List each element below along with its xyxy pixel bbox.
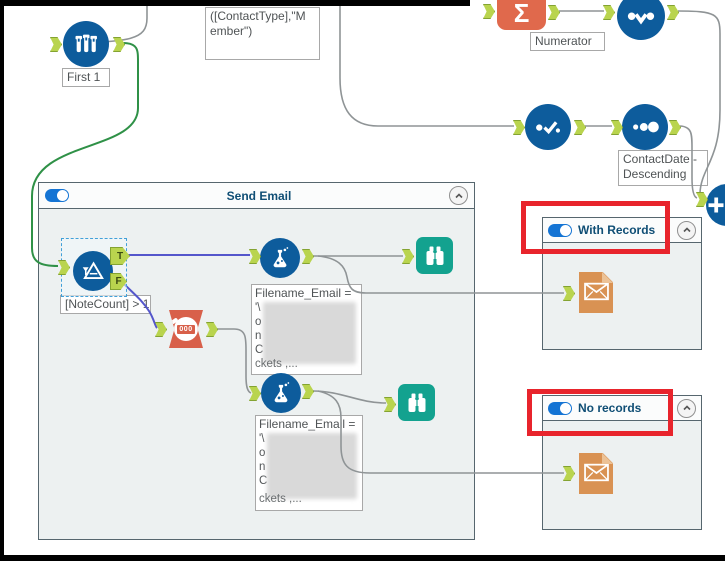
annotation-fragment: C bbox=[255, 343, 264, 356]
highlight-box-no-records bbox=[527, 389, 673, 436]
unique-input-anchor[interactable] bbox=[513, 120, 525, 135]
false-anchor-label: F bbox=[115, 276, 122, 287]
email-fold-corner bbox=[602, 272, 613, 283]
label-contact-date-line2: Descending bbox=[623, 167, 687, 181]
annotation-formula1-redacted-body: '\ o n C bbox=[255, 301, 358, 364]
browse-tool-1[interactable] bbox=[416, 237, 453, 274]
plus-icon bbox=[708, 197, 724, 213]
send-email-toggle[interactable] bbox=[45, 189, 69, 202]
flask-icon bbox=[273, 247, 289, 268]
chevron-up-icon bbox=[682, 405, 691, 411]
annotation-formula2: Filename_Email = '\ o n C ckets ,... bbox=[255, 415, 363, 511]
container-title-send-email: Send Email bbox=[226, 188, 292, 203]
label-contact-type-line1: ([ContactType],"M bbox=[210, 9, 306, 23]
container-with-records-header: With Records bbox=[543, 218, 701, 243]
collapse-button-send-email[interactable] bbox=[449, 186, 468, 205]
dot-check-icon bbox=[536, 121, 561, 135]
toggle-knob bbox=[560, 224, 571, 236]
tool-input-anchor[interactable] bbox=[603, 5, 615, 20]
unique-output-anchor[interactable] bbox=[574, 120, 586, 135]
sort-output-anchor[interactable] bbox=[669, 120, 681, 135]
frame-edge-top bbox=[0, 0, 470, 6]
annotation-formula2-title: Filename_Email = bbox=[259, 417, 356, 431]
sort-input-anchor[interactable] bbox=[611, 120, 623, 135]
label-contact-date-line1: ContactDate - bbox=[623, 152, 698, 166]
envelope-icon bbox=[583, 463, 609, 482]
container-title-with-records: With Records bbox=[578, 223, 656, 237]
counter-dial-icon: 000 bbox=[170, 317, 198, 341]
label-note-count: [NoteCount] > 1 bbox=[60, 295, 151, 314]
annotation-fragment: n bbox=[259, 460, 266, 473]
wire-top-to-unique bbox=[339, 6, 514, 127]
container-with-records: With Records bbox=[542, 217, 702, 350]
collapse-button-with-records[interactable] bbox=[677, 220, 696, 240]
sample-first-tool[interactable] bbox=[63, 21, 109, 67]
summarize-input-anchor[interactable] bbox=[483, 4, 495, 19]
frame-edge-left bbox=[0, 0, 4, 561]
sort-dots-icon bbox=[633, 121, 659, 133]
count-records-tool[interactable]: 000 bbox=[169, 310, 203, 348]
test-tubes-icon bbox=[75, 34, 97, 53]
browse-tool-2[interactable] bbox=[398, 384, 435, 421]
flask-icon bbox=[274, 382, 290, 403]
annotation-formula2-redacted-body: '\ o n C bbox=[259, 432, 359, 499]
toggle-knob bbox=[560, 402, 571, 414]
annotation-fragment: o bbox=[255, 315, 262, 328]
label-contact-type-line2: ember") bbox=[210, 24, 253, 38]
unique-tool[interactable] bbox=[525, 104, 571, 150]
sort-tool[interactable] bbox=[622, 104, 668, 150]
collapse-button-no-records[interactable] bbox=[677, 398, 696, 418]
annotation-formula1-lastline: ckets ,... bbox=[255, 357, 298, 370]
binoculars-icon bbox=[426, 246, 443, 265]
container-send-email-header: Send Email bbox=[39, 183, 474, 209]
counter-digits: 000 bbox=[177, 324, 195, 334]
filter-tool[interactable] bbox=[73, 251, 113, 291]
email-fold-corner bbox=[602, 453, 613, 464]
annotation-formula1-title: Filename_Email = bbox=[255, 286, 352, 300]
annotation-formula1: Filename_Email = '\ o n C ckets ,... bbox=[251, 284, 362, 375]
container-title-no-records: No records bbox=[578, 401, 642, 415]
frame-edge-bottom bbox=[0, 555, 725, 561]
container-no-records-header: No records bbox=[543, 396, 701, 421]
tool-output-anchor[interactable] bbox=[667, 5, 679, 20]
chevron-up-icon bbox=[682, 227, 691, 233]
first-input-anchor[interactable] bbox=[50, 37, 62, 52]
redacted-blur-block bbox=[267, 432, 357, 499]
annotation-fragment: n bbox=[255, 329, 262, 342]
chevron-up-icon bbox=[454, 192, 463, 198]
label-contact-date: ContactDate - Descending bbox=[618, 150, 708, 186]
annotation-fragment: o bbox=[259, 446, 266, 459]
label-first-tool: First 1 bbox=[62, 68, 110, 87]
annotation-fragment: C bbox=[259, 474, 268, 487]
dots-check-icon bbox=[627, 12, 655, 25]
with-records-toggle[interactable] bbox=[548, 223, 572, 237]
join-tool[interactable] bbox=[706, 184, 725, 226]
annotation-formula2-lastline: ckets ,... bbox=[259, 492, 302, 505]
toggle-knob bbox=[57, 190, 68, 201]
unique-tool-top[interactable] bbox=[617, 0, 665, 40]
label-numerator: Numerator bbox=[530, 32, 605, 51]
first-output-anchor[interactable] bbox=[113, 37, 125, 52]
binoculars-icon bbox=[408, 393, 425, 412]
email-tool-2[interactable] bbox=[579, 453, 613, 494]
sigma-icon: Σ bbox=[513, 0, 530, 28]
highlight-box-with-records bbox=[521, 201, 670, 254]
summarize-tool[interactable]: Σ bbox=[497, 0, 546, 30]
summarize-output-anchor[interactable] bbox=[548, 5, 560, 20]
annotation-fragment: '\ bbox=[259, 432, 265, 445]
filter-funnel-icon bbox=[82, 261, 104, 280]
label-contact-type: ([ContactType],"M ember") bbox=[205, 7, 320, 60]
envelope-icon bbox=[583, 282, 609, 301]
formula-tool-2[interactable] bbox=[261, 373, 301, 413]
formula-tool-1[interactable] bbox=[260, 238, 300, 278]
annotation-fragment: '\ bbox=[255, 301, 261, 314]
true-anchor-label: T bbox=[116, 250, 124, 262]
container-no-records: No records bbox=[542, 395, 702, 530]
redacted-blur-block bbox=[263, 301, 356, 364]
